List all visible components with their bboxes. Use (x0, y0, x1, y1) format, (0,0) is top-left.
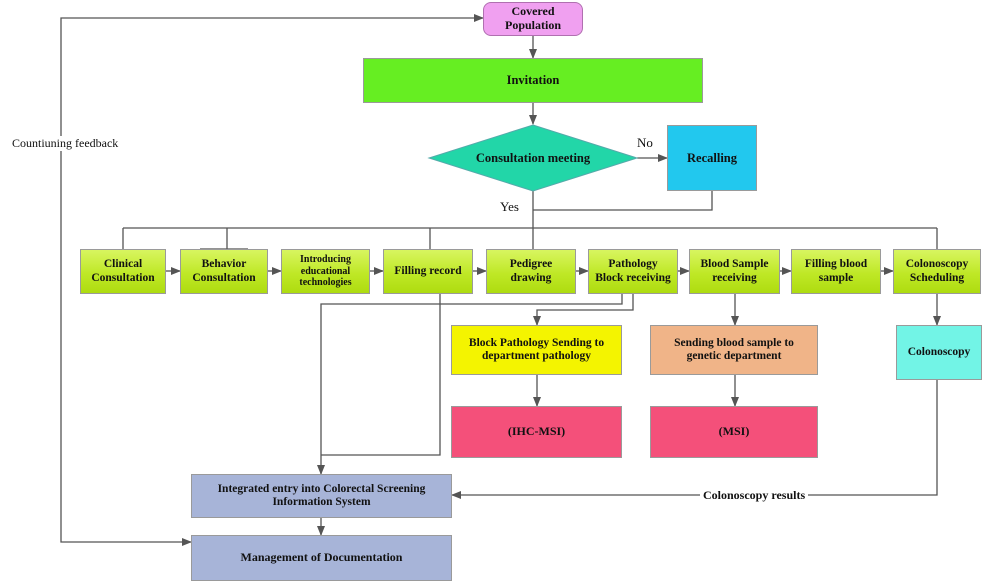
introducing-educational-node: Introducing educational technologies (281, 249, 370, 294)
msi-label: (MSI) (718, 424, 750, 439)
pedigree-drawing-label: Pedigree drawing (509, 258, 553, 284)
consultation-meeting-diamond (427, 124, 639, 192)
block-pathology-sending-label: Block Pathology Sending to department pa… (468, 336, 605, 362)
recalling-label: Recalling (687, 150, 737, 165)
arrow-feedback-to-covered (60, 14, 484, 140)
sending-blood-sample-node: Sending blood sample to genetic departme… (650, 325, 818, 375)
invitation-node: Invitation (363, 58, 703, 103)
ihc-msi-label: (IHC-MSI) (507, 424, 566, 439)
yes-label: Yes (500, 199, 519, 214)
pathology-block-label: Pathology Block receiving (595, 258, 671, 284)
arrow-colonoscopy-results (451, 380, 938, 499)
management-documentation-node: Management of Documentation (191, 535, 452, 581)
colonoscopy-node: Colonoscopy (896, 325, 982, 380)
invitation-label: Invitation (506, 73, 560, 88)
behavior-consultation-node: Behavior Consultation (180, 249, 268, 294)
filling-blood-sample-node: Filling blood sample (791, 249, 881, 294)
filling-blood-sample-label: Filling blood sample (804, 258, 868, 284)
recalling-node: Recalling (667, 125, 757, 191)
introducing-educational-label: Introducing educational technologies (299, 254, 352, 289)
line-pathology-to-entry (317, 294, 623, 475)
colonoscopy-scheduling-label: Colonoscopy Scheduling (905, 258, 969, 284)
feedback-label: Countiuning feedback (10, 136, 121, 151)
consultation-meeting-label: Consultation meeting (475, 150, 591, 165)
integrated-entry-label: Integrated entry into Colorectal Screeni… (217, 482, 426, 508)
blood-sample-receiving-node: Blood Sample receiving (689, 249, 780, 294)
consultation-meeting-node: Consultation meeting (450, 145, 616, 171)
line-filling-record-to-entry (321, 294, 441, 456)
no-label: No (637, 135, 653, 150)
clinical-consultation-node: Clinical Consultation (80, 249, 166, 294)
filling-record-label: Filling record (394, 264, 462, 277)
arrow-pathology-to-sending (533, 294, 634, 326)
blood-sample-receiving-label: Blood Sample receiving (700, 258, 769, 284)
colonoscopy-label: Colonoscopy (907, 345, 971, 358)
colonoscopy-scheduling-node: Colonoscopy Scheduling (893, 249, 981, 294)
pathology-block-node: Pathology Block receiving (588, 249, 678, 294)
colonoscopy-results-label: Colonoscopy results (700, 488, 809, 503)
ihc-msi-node: (IHC-MSI) (451, 406, 622, 458)
sending-blood-sample-label: Sending blood sample to genetic departme… (674, 336, 794, 362)
arrow-feedback-to-management (60, 140, 192, 546)
line-recalling-return (533, 191, 713, 211)
msi-node: (MSI) (650, 406, 818, 458)
behavior-consultation-label: Behavior Consultation (192, 258, 256, 284)
covered-population-node: Covered Population (483, 2, 583, 36)
clinical-consultation-label: Clinical Consultation (91, 258, 155, 284)
block-pathology-sending-node: Block Pathology Sending to department pa… (451, 325, 622, 375)
covered-population-label: Covered Population (504, 4, 561, 32)
integrated-entry-node: Integrated entry into Colorectal Screeni… (191, 474, 452, 518)
pedigree-drawing-node: Pedigree drawing (486, 249, 576, 294)
filling-record-node: Filling record (383, 249, 473, 294)
management-documentation-label: Management of Documentation (240, 550, 403, 565)
